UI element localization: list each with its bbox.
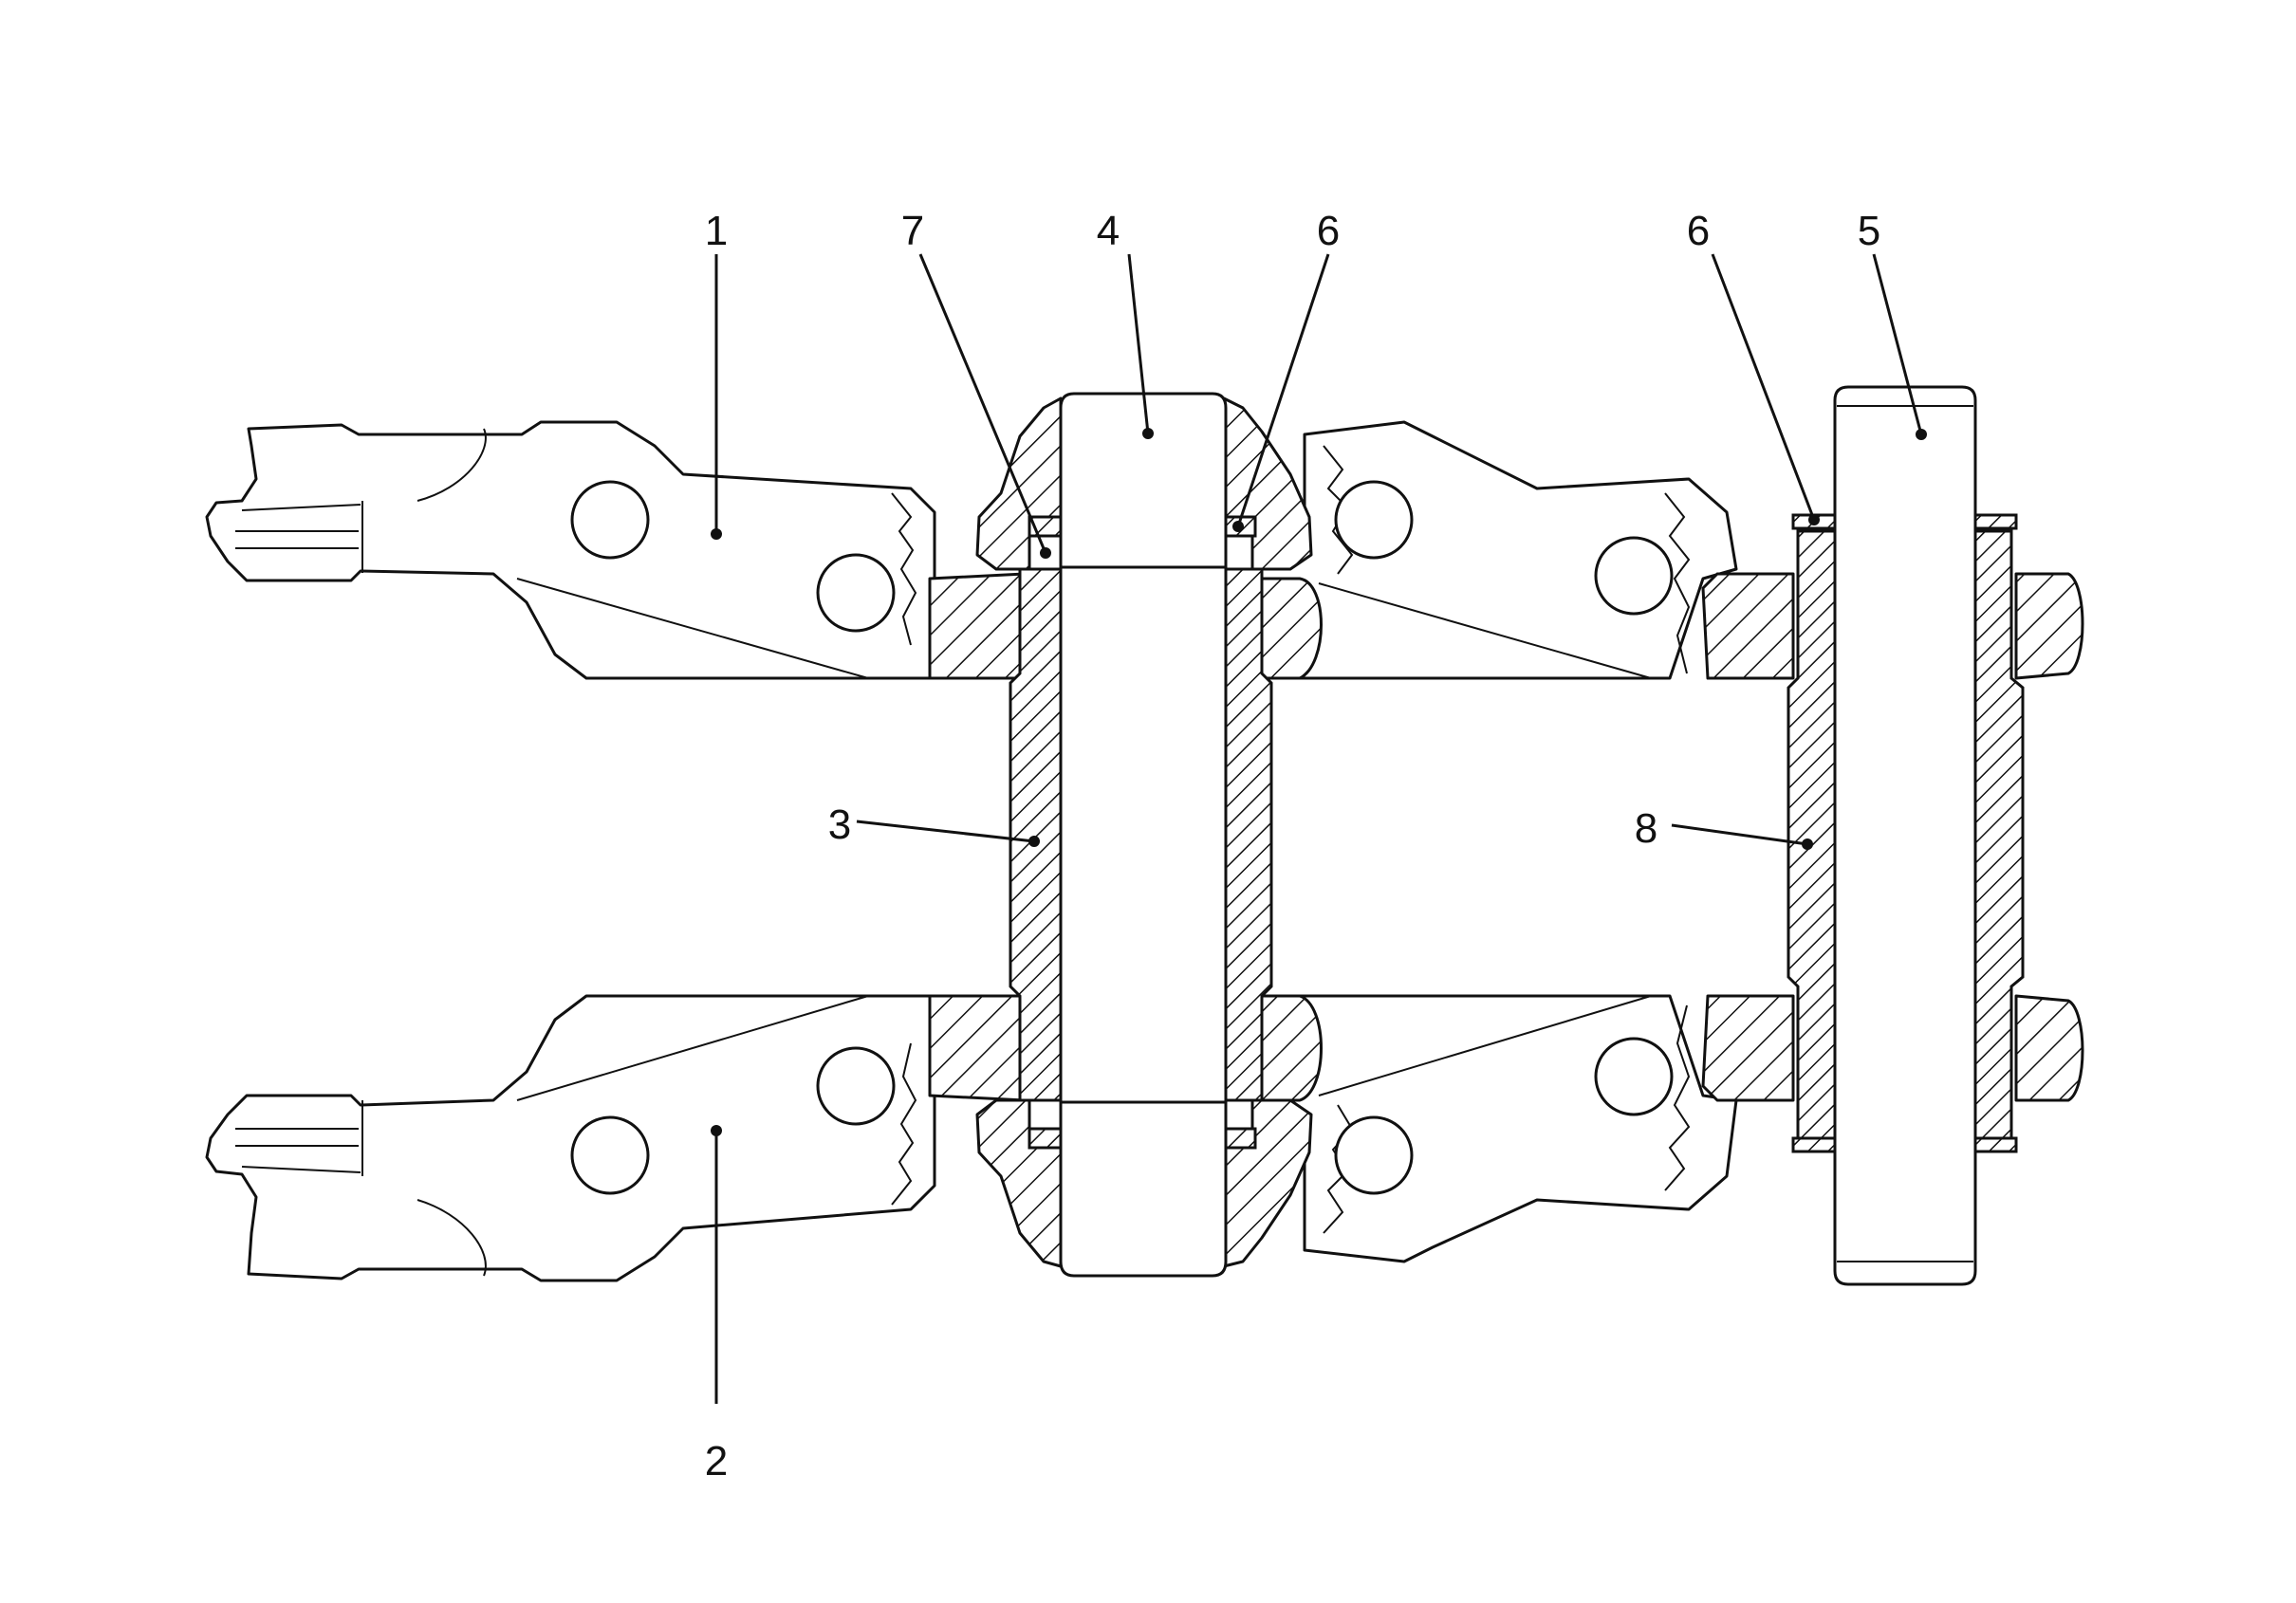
callout-6: 6 bbox=[1317, 208, 1340, 254]
callout-1: 1 bbox=[705, 208, 728, 254]
counterbore-section bbox=[975, 396, 1063, 571]
callout-5: 5 bbox=[1858, 208, 1880, 254]
link-eye-section bbox=[1701, 994, 1795, 1102]
bushing-3-section bbox=[1220, 567, 1273, 1102]
link-bore-circle bbox=[1594, 1037, 1674, 1116]
link-eye-section bbox=[1701, 572, 1795, 680]
callout-3: 3 bbox=[828, 802, 851, 848]
counterbore-section bbox=[975, 1098, 1063, 1268]
link-bore-circle bbox=[570, 1115, 650, 1195]
link-eye-section bbox=[928, 994, 1027, 1102]
link-eye-section bbox=[928, 572, 1027, 680]
callout-7: 7 bbox=[901, 208, 924, 254]
counterbore-section bbox=[1222, 396, 1313, 571]
bushing-8-section bbox=[1787, 529, 1838, 1140]
seal-ring bbox=[1028, 1127, 1063, 1150]
link-lower-left bbox=[205, 994, 936, 1282]
leader-lines bbox=[711, 253, 1927, 1404]
counterbore-section bbox=[1222, 1098, 1313, 1268]
pin-4 bbox=[1059, 392, 1228, 1278]
pin-5 bbox=[1833, 385, 1977, 1286]
link-bore-circle bbox=[1334, 480, 1414, 560]
callout-4: 4 bbox=[1097, 208, 1120, 254]
link-bore-circle bbox=[816, 1046, 896, 1126]
link-eye-section bbox=[2014, 994, 2084, 1102]
callout-labels: 1 7 4 6 6 5 3 8 2 bbox=[705, 208, 1880, 1484]
link-lower-right bbox=[1260, 994, 1738, 1263]
link-bore-circle bbox=[570, 480, 650, 560]
link-bore-circle bbox=[1334, 1115, 1414, 1195]
link-bore-circle bbox=[816, 553, 896, 633]
link-eye-section bbox=[2014, 572, 2084, 680]
left-joint bbox=[928, 392, 1323, 1278]
right-joint bbox=[1701, 385, 2084, 1286]
link-upper-left bbox=[205, 420, 936, 680]
seal-ring bbox=[1791, 1136, 1838, 1153]
seal-ring bbox=[1222, 1127, 1257, 1150]
seal-ring bbox=[1972, 1136, 2018, 1153]
callout-2: 2 bbox=[705, 1438, 728, 1484]
link-bore-circle bbox=[1594, 536, 1674, 616]
link-upper-right bbox=[1260, 420, 1738, 680]
callout-6: 6 bbox=[1687, 208, 1710, 254]
callout-8: 8 bbox=[1635, 805, 1657, 852]
seal-ring bbox=[1972, 513, 2018, 530]
